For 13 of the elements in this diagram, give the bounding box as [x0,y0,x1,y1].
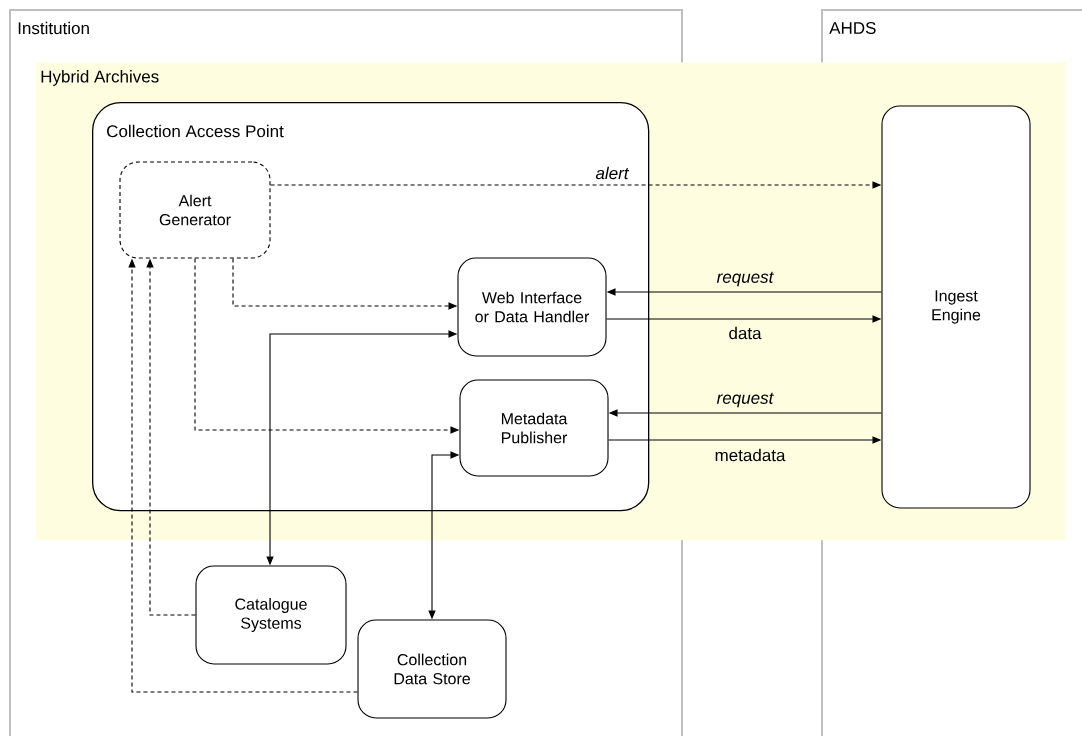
edge-label: request [716,392,774,408]
process-box: Catalogue Systems [195,565,347,665]
process-box: Metadata Publisher [459,379,609,477]
edge-label: data [729,326,762,340]
process-box: Alert Generator [119,161,271,259]
edge-label: request [716,271,774,287]
edge-label: alert [595,166,630,180]
lane-title: AHDS [829,22,876,34]
edge-label: metadata [715,448,786,462]
process-box: Collection Data Store [357,619,507,719]
lane-title: Institution [18,21,89,35]
process-box: Ingest Engine [881,105,1031,509]
process-box: Web Interface or Data Handler [457,257,607,357]
